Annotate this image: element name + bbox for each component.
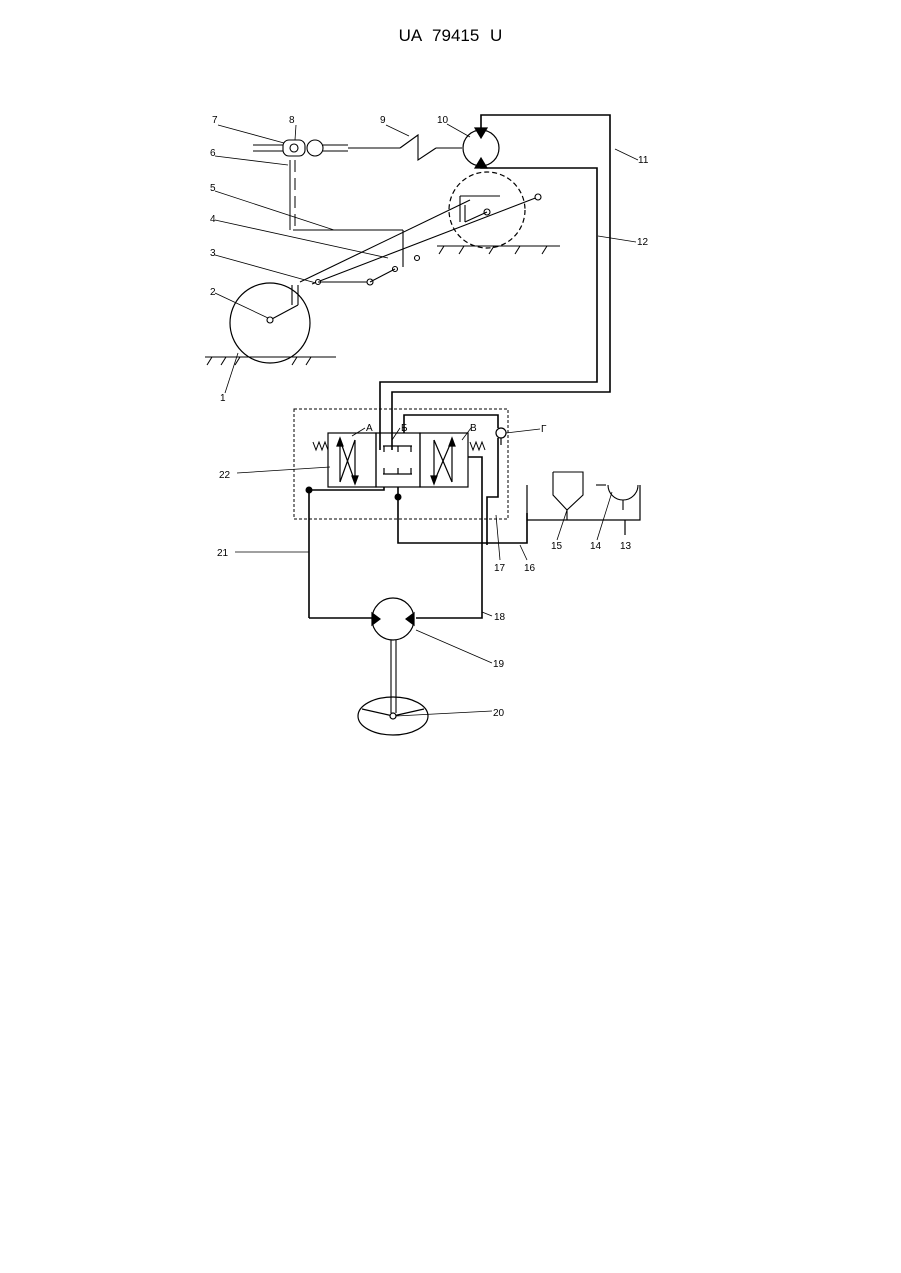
valve-section-a — [328, 433, 376, 487]
label-3: 3 — [210, 248, 216, 259]
label-19: 19 — [493, 659, 505, 670]
label-1: 1 — [220, 393, 226, 404]
label-13: 13 — [620, 541, 632, 552]
label-12: 12 — [637, 237, 649, 248]
label-21: 21 — [217, 548, 229, 559]
steering-actuator-19 — [372, 598, 414, 640]
label-4: 4 — [210, 214, 216, 225]
leader-lines — [215, 124, 638, 716]
steering-wheel-20 — [358, 697, 428, 735]
port-label-v: В — [470, 423, 477, 434]
hydraulic-line-11 — [392, 115, 610, 450]
junction-dots — [306, 487, 402, 501]
label-22: 22 — [219, 470, 231, 481]
label-7: 7 — [212, 115, 218, 126]
filter-15 — [553, 472, 583, 520]
clutch-9 — [400, 135, 462, 160]
port-label-a: А — [366, 423, 373, 434]
label-8: 8 — [289, 115, 295, 126]
filter-14 — [596, 485, 638, 510]
label-2: 2 — [210, 287, 216, 298]
valve-section-center — [376, 433, 420, 487]
label-16: 16 — [524, 563, 536, 574]
label-9: 9 — [380, 115, 386, 126]
label-6: 6 — [210, 148, 216, 159]
vertical-shaft-6 — [290, 160, 295, 230]
label-11: 11 — [638, 155, 649, 166]
shaft-7 — [253, 145, 400, 151]
label-20: 20 — [493, 708, 505, 719]
label-10: 10 — [437, 115, 449, 126]
label-14: 14 — [590, 541, 602, 552]
steering-linkage — [267, 194, 541, 323]
pump-10 — [463, 128, 499, 168]
ground-lines — [205, 246, 560, 365]
gearbox-8 — [283, 140, 323, 156]
valve-section-v — [420, 433, 468, 487]
port-label-g: Г — [541, 424, 547, 435]
hydraulic-line-12 — [380, 166, 597, 450]
label-17: 17 — [494, 563, 506, 574]
port-label-b: Б — [401, 423, 408, 434]
label-15: 15 — [551, 541, 563, 552]
label-18: 18 — [494, 612, 506, 623]
label-5: 5 — [210, 183, 216, 194]
steering-column — [391, 640, 396, 713]
